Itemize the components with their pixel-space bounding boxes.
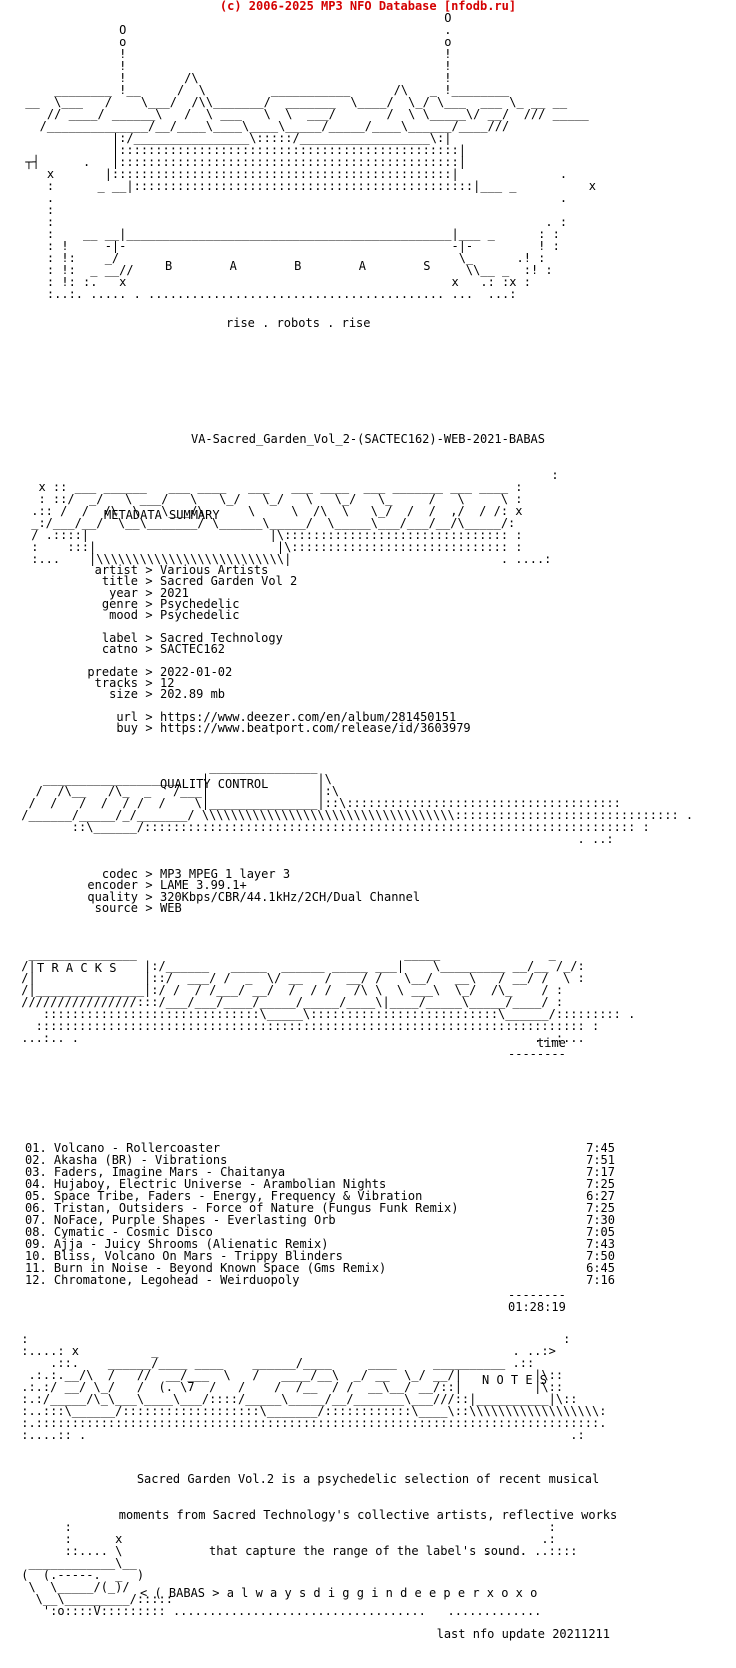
meta-row-title: title>Sacred Garden Vol 2 [101, 574, 298, 588]
release-title: VA-Sacred_Garden_Vol_2-(SACTEC162)-WEB-2… [190, 432, 545, 446]
logo-tagline: rise . robots . rise [226, 316, 371, 330]
track-row: 05. Space Tribe, Faders - Energy, Freque… [25, 1189, 615, 1203]
logo-art: O O . o o ! ! ! [25, 11, 596, 301]
metadata-art: : x :: ___ ______ ___ ____ ___ ___ ____ … [31, 468, 559, 566]
meta-row-catno: catno>SACTEC162 [101, 642, 226, 656]
logo-letters: B A B A S [165, 259, 433, 273]
meta-row-label: label>Sacred Technology [101, 631, 283, 645]
notes-line: Sacred Garden Vol.2 is a psychedelic sel… [136, 1472, 600, 1486]
track-row: 11. Burn in Noise - Beyond Known Space (… [25, 1261, 615, 1275]
notes-art: : : :....: x _ . ..:> .::. ______/____ _… [21, 1332, 607, 1442]
time-header: time [537, 1036, 566, 1050]
signature-line: < ( BABAS > a l w a y s d i g g i n d e … [140, 1586, 538, 1600]
track-row: 10. Bliss, Volcano On Mars - Trippy Blin… [25, 1249, 615, 1263]
meta-row-year: year>2021 [109, 586, 189, 600]
time-header-rule: -------- [508, 1047, 566, 1061]
beatport-link[interactable]: https://www.beatport.com/release/id/3603… [160, 721, 471, 735]
tracks-heading: T R A C K S [37, 961, 117, 975]
quality-art: _______________ ___________________ | |\… [21, 760, 694, 846]
total-time: 01:28:19 [508, 1300, 566, 1314]
meta-row-size: size>202.89 mb [109, 687, 226, 701]
meta-row-tracks: tracks>12 [94, 676, 175, 690]
quality-row-encoder: encoder>LAME 3.99.1+ [87, 878, 247, 892]
notes-body: Sacred Garden Vol.2 is a psychedelic sel… [0, 1449, 736, 1581]
track-row: 04. Hujaboy, Electric Universe - Arambol… [25, 1177, 615, 1191]
meta-row-mood: mood>Psychedelic [109, 608, 240, 622]
quality-row-codec: codec>MP3 MPEG 1 layer 3 [101, 867, 291, 881]
copyright-header[interactable]: (c) 2006-2025 MP3 NFO Database [nfodb.ru… [219, 0, 517, 13]
notes-line: moments from Sacred Technology's collect… [118, 1508, 618, 1522]
tracks-art: _______________ _____ _ /| |:/______ ___… [21, 947, 636, 1045]
meta-row-genre: genre>Psychedelic [101, 597, 240, 611]
meta-row-predate: predate>2022-01-02 [87, 665, 233, 679]
total-rule: -------- [508, 1288, 566, 1302]
metadata-heading: METADATA SUMMARY [104, 508, 220, 522]
last-update: last nfo update 20211211 [436, 1627, 610, 1641]
quality-row-source: source>WEB [94, 901, 182, 915]
track-row: 09. Ajja - Juicy Shrooms (Alienatic Remi… [25, 1237, 615, 1251]
track-row: 07. NoFace, Purple Shapes - Everlasting … [25, 1213, 615, 1227]
notes-line: that capture the range of the label's so… [209, 1544, 527, 1558]
meta-row-artist: artist>Various Artists [94, 563, 269, 577]
quality-row-quality: quality>320Kbps/CBR/44.1kHz/2CH/Dual Cha… [87, 890, 421, 904]
meta-row-url[interactable]: url>https://www.deezer.com/en/album/2814… [116, 710, 457, 724]
track-row: 06. Tristan, Outsiders - Force of Nature… [25, 1201, 615, 1215]
notes-heading: N O T E S [482, 1373, 548, 1387]
quality-heading: QUALITY CONTROL [160, 777, 269, 791]
deezer-link[interactable]: https://www.deezer.com/en/album/28145015… [160, 710, 457, 724]
meta-row-buy[interactable]: buy>https://www.beatport.com/release/id/… [116, 721, 471, 735]
signature-art: : : : x .: ::.... \ [21, 1520, 578, 1618]
